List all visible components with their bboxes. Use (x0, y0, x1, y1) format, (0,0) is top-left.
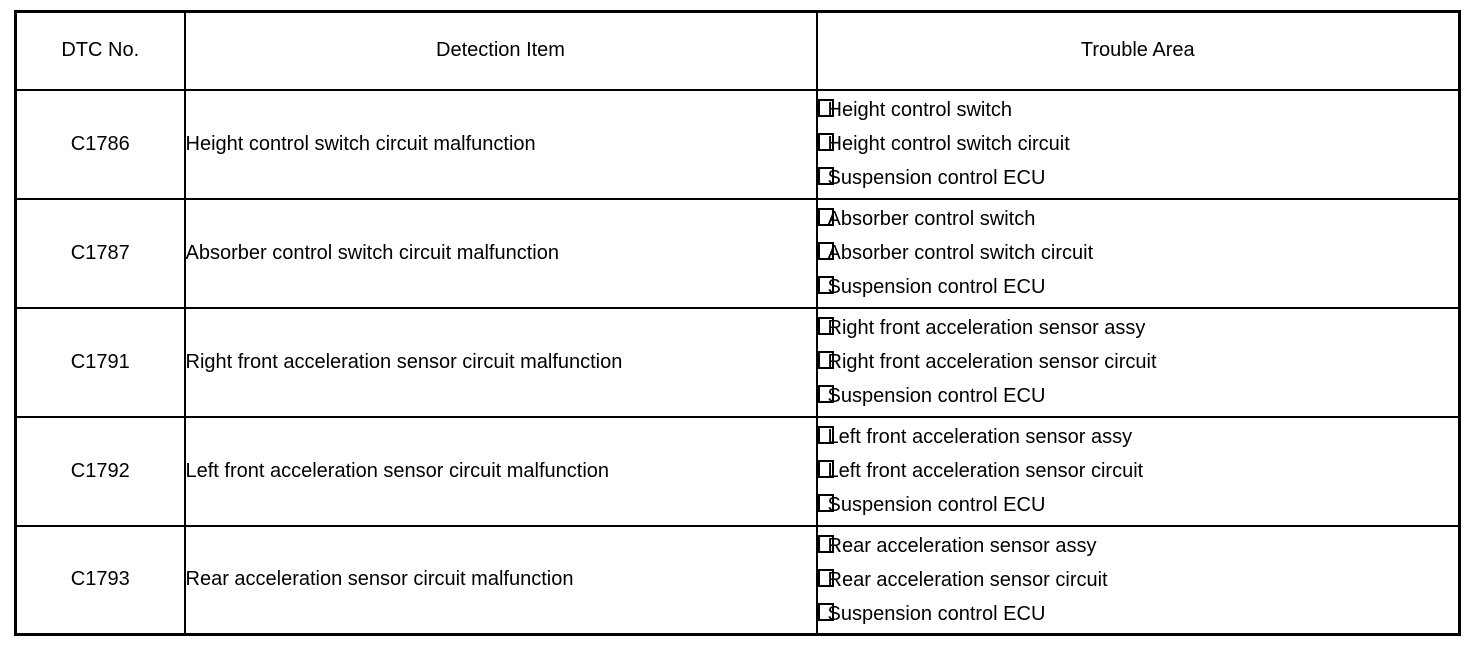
square-bullet-icon (818, 99, 834, 117)
trouble-area-cell: Right front acceleration sensor assy Rig… (815, 306, 1461, 418)
detection-item-cell: Right front acceleration sensor circuit … (183, 306, 818, 418)
trouble-item: Left front acceleration sensor assy (818, 420, 1458, 454)
header-row: DTC No. Detection Item Trouble Area (14, 10, 1461, 91)
square-bullet-icon (818, 460, 834, 478)
dtc-no-cell: C1786 (14, 88, 186, 200)
trouble-item: Suspension control ECU (818, 488, 1458, 522)
square-bullet-icon (818, 242, 834, 260)
trouble-item-label: Suspension control ECU (827, 385, 1046, 407)
trouble-item-label: Suspension control ECU (827, 494, 1046, 516)
trouble-item: Suspension control ECU (818, 270, 1458, 304)
column-header-dtc-no: DTC No. (14, 10, 186, 91)
table-row: C1786 Height control switch circuit malf… (14, 88, 1461, 200)
trouble-area-cell: Left front acceleration sensor assy Left… (815, 415, 1461, 527)
trouble-item: Suspension control ECU (818, 379, 1458, 413)
trouble-area-cell: Rear acceleration sensor assy Rear accel… (815, 524, 1461, 636)
trouble-item-label: Absorber control switch circuit (827, 242, 1094, 264)
detection-item-cell: Absorber control switch circuit malfunct… (183, 197, 818, 309)
detection-item-cell: Rear acceleration sensor circuit malfunc… (183, 524, 818, 636)
square-bullet-icon (818, 208, 834, 226)
square-bullet-icon (818, 426, 834, 444)
trouble-item: Suspension control ECU (818, 597, 1458, 631)
trouble-area-cell: Absorber control switch Absorber control… (815, 197, 1461, 309)
column-header-trouble-area: Trouble Area (815, 10, 1461, 91)
trouble-item-label: Suspension control ECU (827, 276, 1046, 298)
trouble-item: Right front acceleration sensor assy (818, 311, 1458, 345)
square-bullet-icon (818, 385, 834, 403)
trouble-item: Height control switch (818, 93, 1458, 127)
trouble-item-label: Right front acceleration sensor circuit (827, 351, 1157, 373)
dtc-no-cell: C1787 (14, 197, 186, 309)
detection-item-cell: Left front acceleration sensor circuit m… (183, 415, 818, 527)
square-bullet-icon (818, 494, 834, 512)
square-bullet-icon (818, 568, 834, 587)
square-bullet-icon (818, 534, 834, 553)
trouble-item: Suspension control ECU (818, 161, 1458, 195)
trouble-item-label: Height control switch (827, 99, 1013, 121)
trouble-item: Rear acceleration sensor assy (818, 529, 1458, 563)
trouble-area-cell: Height control switch Height control swi… (815, 88, 1461, 200)
dtc-no-cell: C1791 (14, 306, 186, 418)
trouble-item: Absorber control switch circuit (818, 236, 1458, 270)
trouble-item-label: Suspension control ECU (827, 602, 1046, 625)
square-bullet-icon (818, 167, 834, 185)
dtc-no-cell: C1793 (14, 524, 186, 636)
dtc-table: DTC No. Detection Item Trouble Area C178… (14, 10, 1461, 636)
trouble-item: Rear acceleration sensor circuit (818, 563, 1458, 597)
column-header-detection-item: Detection Item (183, 10, 818, 91)
detection-item-cell: Height control switch circuit malfunctio… (183, 88, 818, 200)
square-bullet-icon (818, 351, 834, 369)
square-bullet-icon (818, 317, 834, 335)
table-row: C1793 Rear acceleration sensor circuit m… (14, 524, 1461, 636)
dtc-table-container: DTC No. Detection Item Trouble Area C178… (14, 10, 1461, 636)
square-bullet-icon (818, 602, 834, 621)
table-row: C1787 Absorber control switch circuit ma… (14, 197, 1461, 309)
trouble-item-label: Rear acceleration sensor circuit (827, 568, 1108, 591)
trouble-item: Absorber control switch (818, 202, 1458, 236)
trouble-item-label: Height control switch circuit (827, 133, 1070, 155)
trouble-item: Height control switch circuit (818, 127, 1458, 161)
trouble-item-label: Left front acceleration sensor circuit (827, 460, 1144, 482)
trouble-item: Right front acceleration sensor circuit (818, 345, 1458, 379)
table-row: C1791 Right front acceleration sensor ci… (14, 306, 1461, 418)
trouble-item-label: Left front acceleration sensor assy (827, 426, 1133, 448)
trouble-item: Left front acceleration sensor circuit (818, 454, 1458, 488)
trouble-item-label: Suspension control ECU (827, 167, 1046, 189)
dtc-no-cell: C1792 (14, 415, 186, 527)
trouble-item-label: Absorber control switch (827, 208, 1036, 230)
table-row: C1792 Left front acceleration sensor cir… (14, 415, 1461, 527)
square-bullet-icon (818, 133, 834, 151)
trouble-item-label: Right front acceleration sensor assy (827, 317, 1146, 339)
square-bullet-icon (818, 276, 834, 294)
trouble-item-label: Rear acceleration sensor assy (827, 534, 1097, 557)
